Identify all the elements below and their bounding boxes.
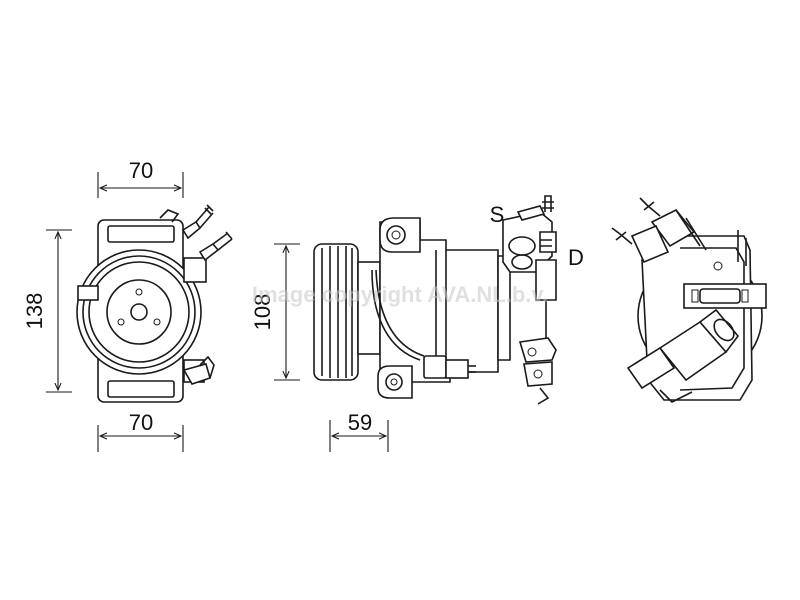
dimension-side-offset: 59 (329, 410, 389, 452)
side-height-label: 108 (250, 294, 275, 331)
discharge-port-label: D (568, 245, 584, 270)
front-height-label: 138 (22, 293, 47, 330)
front-width-top-label: 70 (129, 158, 153, 183)
suction-port-label: S (490, 202, 505, 227)
front-left-tab (77, 285, 99, 301)
side-offset-label: 59 (348, 410, 372, 435)
front-bottom-slot (107, 380, 175, 398)
rear-connector-block (683, 283, 767, 309)
watermark-text: Image copyright AVA.NL.b.v. (252, 282, 548, 307)
dimension-side-height: 108 (250, 243, 300, 381)
rear-port-fittings (611, 197, 723, 271)
side-bottom-mount (377, 365, 413, 399)
front-clutch-pulley (76, 249, 202, 375)
side-control-valve (518, 337, 557, 405)
front-right-tab-upper (183, 257, 207, 283)
front-port-fittings (159, 204, 233, 385)
rear-view (611, 197, 767, 403)
dimension-front-width-bottom: 70 (97, 410, 184, 452)
side-connector (371, 269, 476, 379)
front-top-slot (107, 225, 175, 243)
dimension-front-width-top: 70 (97, 158, 184, 198)
side-rear-head (497, 195, 557, 361)
dimension-front-height: 138 (22, 229, 72, 393)
front-view (76, 204, 233, 403)
front-width-bottom-label: 70 (129, 410, 153, 435)
side-view: S D (313, 195, 584, 405)
rear-solenoid-valve (626, 308, 740, 403)
side-pulley (313, 243, 359, 381)
side-top-mount (379, 217, 421, 253)
